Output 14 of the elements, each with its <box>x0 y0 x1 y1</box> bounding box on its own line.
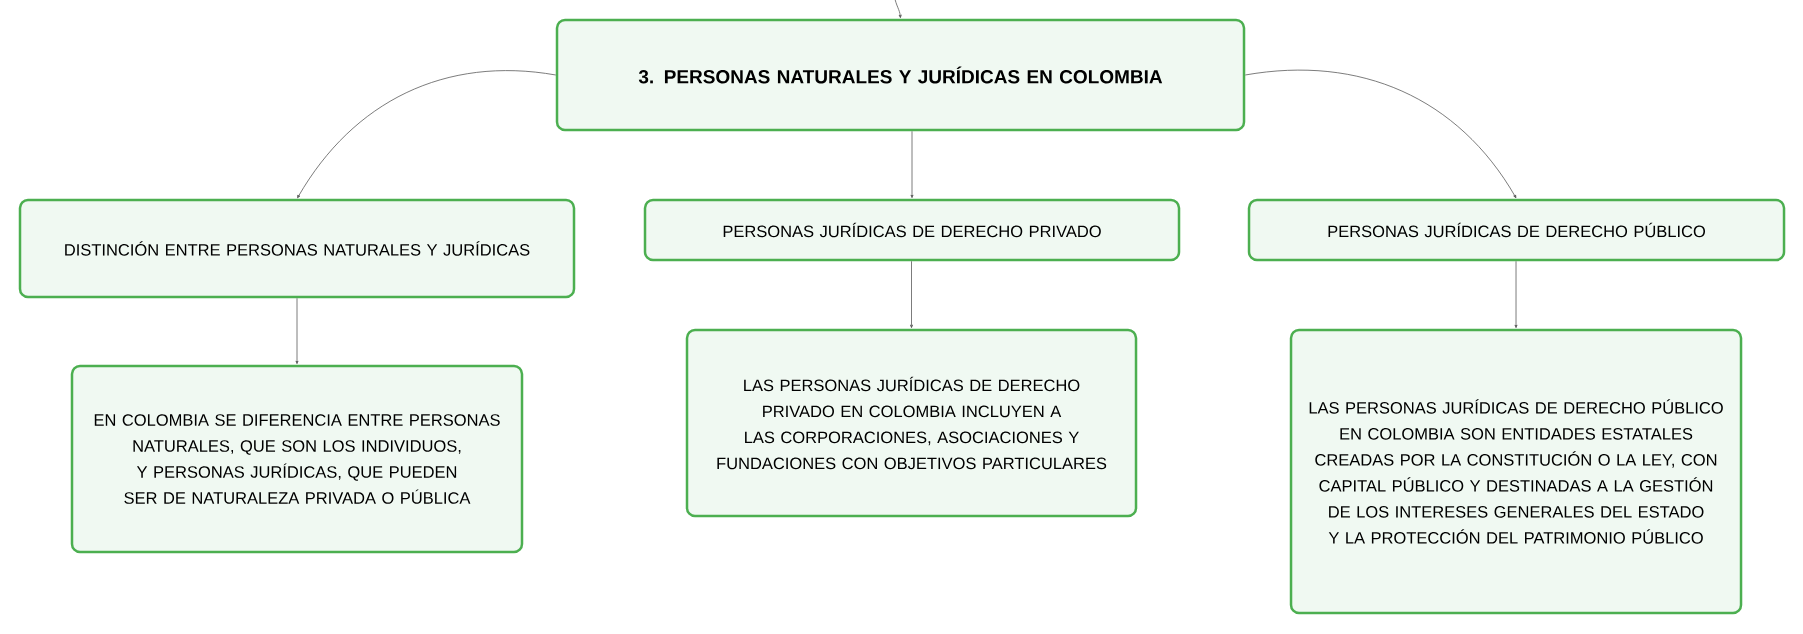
concept-box: LAS PERSONAS JURÍDICAS DE DERECHO PÚBLICO EN COLOMBIA SON ENTIDADES ESTATALES CREADAS POR LA CONSTITUCIÓN O LA LEY, CON CAPITAL PÚBLICO Y DESTINADAS A LA GESTIÓN DE LOS INTERESES GENERALES DEL ESTADO Y LA PROTECCIÓN DEL PATRIMONIO PÚBLICO <box>1289 328 1743 615</box>
concept-box: PERSONAS JURÍDICAS DE DERECHO PRIVADO <box>643 198 1181 262</box>
concept-box: EN COLOMBIA SE DIFERENCIA ENTRE PERSONAS NATURALES, QUE SON LOS INDIVIDUOS, Y PERSONAS JURÍDICAS, QUE PUEDEN SER DE NATURALEZA PRIVADA O PÚBLICA <box>70 364 524 554</box>
arrow <box>910 260 913 329</box>
arrow <box>910 130 914 199</box>
arrow <box>1514 260 1518 329</box>
concept-box: DISTINCIÓN ENTRE PERSONAS NATURALES Y JURÍDICAS <box>18 198 576 299</box>
concept-box: 3. PERSONAS NATURALES Y JURÍDICAS EN COLOMBIA <box>555 18 1246 132</box>
arrow <box>297 70 557 199</box>
arrow <box>1244 69 1517 199</box>
concept-box: PERSONAS JURÍDICAS DE DERECHO PÚBLICO <box>1247 198 1786 262</box>
arrow <box>295 297 299 365</box>
arrow <box>894 0 902 19</box>
concept-box: LAS PERSONAS JURÍDICAS DE DERECHO PRIVADO EN COLOMBIA INCLUYEN A LAS CORPORACIONES, ASOCIACIONES Y FUNDACIONES CON OBJETIVOS PARTICULARES <box>685 328 1138 518</box>
